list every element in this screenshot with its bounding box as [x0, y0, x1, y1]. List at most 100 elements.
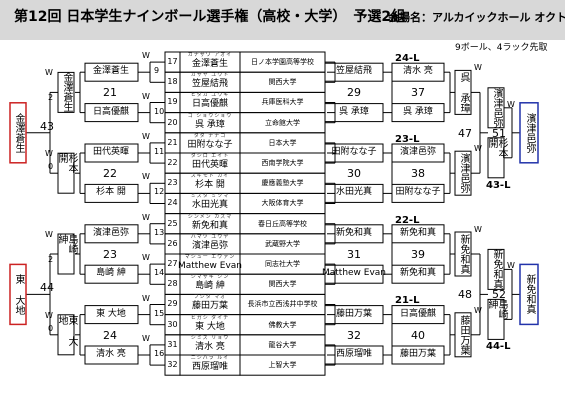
entry-school: 大阪体育大学: [261, 199, 304, 208]
right-r1-winner: 呉 承璋: [339, 106, 369, 117]
page-title: 第12回 日本学生ナインボール選手権（高校・大学） 予選2組: [14, 9, 406, 25]
left-finalist-box: [9, 263, 27, 326]
left-finalist-box: [9, 102, 27, 164]
entry-number: 23: [167, 178, 178, 188]
right-r2-name: 日高優麒: [399, 308, 437, 319]
entry-school: 兵庫医科大学: [261, 98, 304, 107]
group-winner-name: 濱津邑弥: [524, 112, 535, 153]
right-r2-name: 濱津邑弥: [399, 147, 437, 157]
left-match-number: 21: [103, 86, 117, 100]
right-r2-number: 39: [411, 248, 425, 261]
entry-ruby: タシロ エイト: [190, 153, 230, 159]
entry-school: 慶應義塾大学: [261, 179, 304, 188]
left-finalist-name: 金澤蒼生: [13, 112, 24, 153]
r1-slot-number: 15: [154, 308, 165, 318]
right-r3-name: 濱津邑弥: [458, 153, 469, 194]
w-mark: W: [142, 131, 150, 141]
entry-name: 呉 承璋: [195, 119, 225, 130]
right-r2-number: 38: [411, 167, 425, 181]
r1-winner-name: 杉本 開: [96, 187, 126, 198]
right-r4-name: 新免和真: [491, 249, 502, 290]
entry-ruby: マシュー エヴァン: [184, 254, 236, 260]
entry-number: 17: [167, 57, 178, 66]
entry-name: 濱津邑弥: [191, 240, 229, 251]
right-r2-name: 田附なな子: [395, 187, 441, 198]
entry-ruby: シンメン カズマ: [187, 213, 233, 220]
right-r1-winner: 藤田万葉: [335, 308, 373, 319]
entry-name: 清水 亮: [195, 341, 225, 352]
right-r2-number: 40: [411, 328, 425, 342]
right-r4-number: 51: [492, 126, 506, 140]
loser-label: 22-L: [395, 214, 420, 226]
entry-name: 日高優麒: [191, 99, 229, 110]
right-r3-name: 呉 承璋: [458, 71, 469, 113]
w-mark: W: [507, 261, 515, 271]
entry-number: 30: [167, 319, 178, 329]
final-loser-label: 44-L: [486, 341, 511, 353]
left-small-score: 2: [48, 255, 54, 264]
left-small-score: 2: [48, 93, 54, 103]
w-mark: W: [474, 144, 482, 153]
w-mark: W: [507, 99, 515, 109]
entry-name: 田附なな子: [187, 139, 233, 150]
entry-school: 佛教大学: [268, 320, 297, 329]
right-r4-name: 杉本 開: [486, 137, 507, 158]
entry-name: 東 大地: [195, 321, 225, 332]
right-r1-winner: 水田光真: [335, 187, 373, 198]
r1-winner-name: 島崎 紳: [96, 268, 126, 279]
r1-slot-number: 12: [154, 187, 165, 197]
entry-number: 21: [167, 137, 178, 147]
w-mark: W: [142, 91, 150, 101]
right-r1-winner: 新免和真: [335, 227, 373, 238]
left-match-number: 22: [103, 167, 117, 181]
left-semi-name: 島崎 紳: [56, 234, 77, 254]
right-r2-name: 藤田万葉: [399, 349, 437, 359]
w-mark: W: [45, 230, 53, 239]
loser-label: 23-L: [395, 133, 420, 145]
left-match-number: 23: [103, 248, 117, 261]
w-mark: W: [474, 224, 482, 234]
right-r2-name: 新免和真: [399, 268, 437, 279]
entry-school: 関西大学: [268, 78, 297, 87]
w-mark: W: [45, 310, 53, 320]
r1-winner-name: 濱津邑弥: [92, 227, 130, 238]
entry-number: 27: [167, 259, 178, 268]
title-bar: [0, 0, 565, 40]
right-r1-winner: 西原瑠唯: [335, 349, 373, 359]
entry-number: 32: [167, 360, 178, 369]
right-r3-number: 48: [458, 288, 472, 302]
w-mark: W: [142, 212, 150, 222]
entry-ruby: ヒダカ ユウキ: [190, 92, 230, 99]
right-r4-number: 52: [492, 288, 506, 302]
right-r4-name: 島崎 紳: [486, 299, 507, 320]
entry-number: 31: [167, 339, 178, 349]
w-mark: W: [474, 305, 482, 315]
right-r3-name: 藤田万葉: [458, 314, 469, 355]
w-mark: W: [45, 68, 53, 78]
entry-school: 同志社大学: [265, 260, 300, 268]
r1-slot-number: 14: [154, 268, 165, 278]
entry-name: 水田光真: [191, 200, 229, 211]
r1-winner-name: 清水 亮: [96, 349, 126, 359]
w-mark: W: [45, 149, 53, 159]
rules-label: 9ボール、4ラック先取: [455, 43, 548, 53]
entry-number: 19: [167, 97, 178, 107]
entry-ruby: ハマヅ ユウヤ: [190, 233, 230, 240]
right-r1-number: 30: [347, 167, 361, 181]
entry-name: 笠屋結飛: [191, 79, 229, 90]
entry-number: 20: [167, 117, 178, 127]
entry-ruby: カナザワ アオイ: [187, 52, 233, 58]
r1-winner-name: 東 大地: [96, 308, 126, 319]
right-r1-number: 29: [347, 86, 361, 100]
entry-ruby: ニシハラ ルイ: [190, 355, 230, 361]
entry-name: Matthew Evan: [177, 261, 243, 271]
w-mark: W: [142, 333, 150, 343]
right-r1-winner: 田附なな子: [331, 147, 377, 157]
entry-name: 田代英暉: [191, 160, 229, 170]
r1-slot-number: 9: [154, 66, 160, 76]
right-r3-name: 新免和真: [458, 234, 469, 274]
venue-label: 会場名：アルカイックホール オクト: [388, 11, 565, 24]
entry-school: 西南学院大学: [261, 159, 304, 167]
entry-ruby: ミズタ ミツマ: [190, 193, 230, 200]
left-match-number: 24: [103, 328, 117, 342]
